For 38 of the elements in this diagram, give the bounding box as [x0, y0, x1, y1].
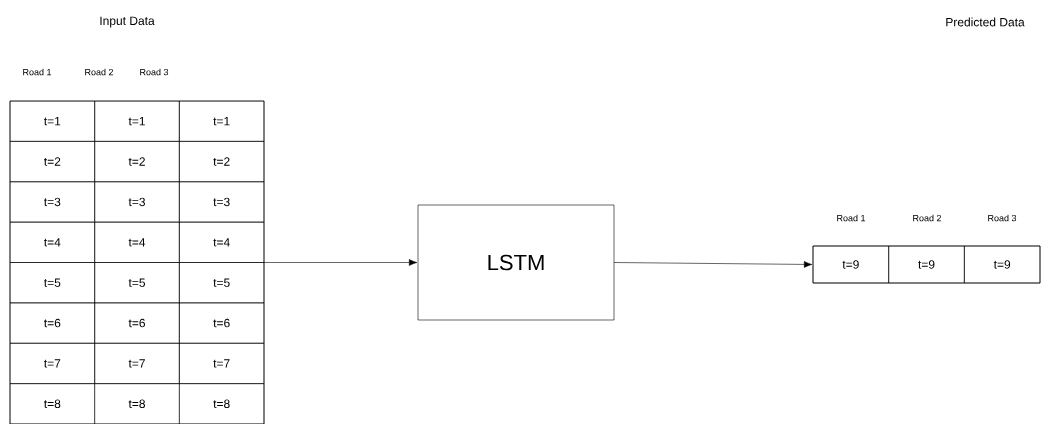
table-cell: t=7 [179, 342, 265, 384]
table-cell: t=8 [94, 383, 180, 424]
table-heading: Predicted Data [946, 17, 1025, 27]
table-heading: Input Data [100, 16, 155, 28]
column-header: Road 3 [140, 68, 169, 76]
table-cell: t=2 [179, 141, 265, 183]
column-header: Road 1 [837, 214, 866, 222]
table-cell: t=2 [9, 141, 95, 183]
table-cell: t=7 [9, 342, 95, 384]
table-cell: t=6 [9, 302, 95, 344]
column-header: Road 2 [85, 68, 114, 76]
table-cell: t=4 [9, 221, 95, 263]
table-cell: t=9 [888, 245, 965, 284]
arrow [263, 259, 418, 266]
table-cell: t=3 [179, 181, 265, 223]
table-cell: t=7 [94, 342, 180, 384]
table-cell: t=8 [9, 383, 95, 424]
table-cell: t=1 [94, 100, 180, 142]
table-cell: t=6 [94, 302, 180, 344]
table-cell: t=1 [9, 100, 95, 142]
table-cell: t=9 [812, 245, 889, 284]
table-cell: t=8 [179, 383, 265, 424]
table-cell: t=9 [964, 245, 1041, 284]
arrow [613, 261, 813, 268]
column-header: Road 1 [23, 68, 52, 76]
column-header: Road 2 [913, 214, 942, 222]
table-cell: t=1 [179, 100, 265, 142]
column-header: Road 3 [988, 214, 1017, 222]
table-cell: t=4 [179, 221, 265, 263]
table-cell: t=5 [179, 262, 265, 304]
table-cell: t=2 [94, 141, 180, 183]
table-cell: t=5 [9, 262, 95, 304]
table-cell: t=3 [94, 181, 180, 223]
table-cell: t=6 [179, 302, 265, 344]
table-cell: t=5 [94, 262, 180, 304]
table-cell: t=4 [94, 221, 180, 263]
table-cell: t=3 [9, 181, 95, 223]
process-box: LSTM [417, 204, 615, 321]
